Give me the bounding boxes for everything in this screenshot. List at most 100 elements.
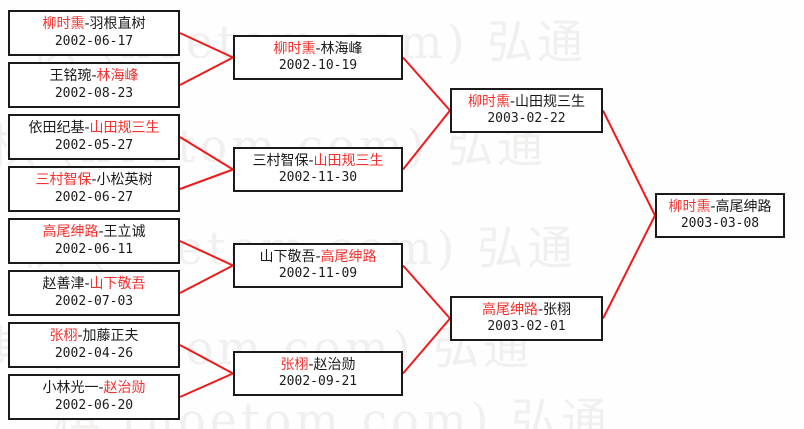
player-separator: - (91, 172, 97, 189)
match-date: 2002-08-23 (54, 85, 134, 101)
connector-r3m1-to-r4m1 (602, 110, 656, 216)
player-loser: 林海峰 (320, 40, 363, 57)
player-separator: - (84, 276, 90, 293)
match-players: 张栩-加藤正夫 (49, 329, 138, 344)
connector-r2m4-to-r3m2 (402, 317, 451, 375)
match-players: 高尾绅路-王立诚 (42, 225, 145, 240)
match-date: 2002-06-20 (54, 397, 134, 413)
connector-r1m2-to-r2m1 (179, 56, 234, 86)
player-winner: 高尾绅路 (42, 224, 99, 241)
match-date: 2002-07-03 (54, 293, 134, 309)
player-winner: 张栩 (49, 328, 78, 345)
player-loser: 羽根直树 (89, 16, 146, 33)
player-loser: 王铭琬 (49, 68, 92, 85)
player-separator: - (315, 248, 321, 265)
player-separator: - (77, 328, 83, 345)
player-winner: 柳时熏 (42, 16, 85, 33)
connector-r2m2-to-r3m1 (402, 109, 451, 171)
player-separator: - (509, 93, 516, 110)
player-winner: 高尾绅路 (481, 301, 538, 318)
player-separator: - (84, 120, 90, 137)
match-date: 2002-09-21 (278, 374, 358, 390)
match-date: 2002-05-27 (54, 137, 134, 153)
match-players: 三村智保-山田规三生 (252, 152, 384, 169)
match-date: 2003-03-08 (680, 216, 760, 232)
player-separator: - (710, 198, 716, 215)
match-players: 三村智保-小松英树 (35, 173, 152, 188)
player-separator: - (98, 380, 104, 397)
player-loser: 小松英树 (96, 172, 153, 189)
player-loser: 小林光一 (42, 380, 99, 397)
match-date: 2002-10-19 (278, 58, 358, 74)
player-separator: - (98, 224, 104, 241)
player-winner: 柳时熏 (273, 40, 316, 57)
player-loser: 山下敬吾 (259, 248, 316, 265)
connector-r1m4-to-r2m2 (179, 168, 234, 190)
match-date: 2003-02-22 (487, 111, 566, 127)
player-loser: 加藤正夫 (82, 328, 139, 345)
match-date: 2002-11-09 (278, 266, 358, 282)
player-separator: - (315, 40, 321, 57)
player-loser: 山田规三生 (515, 93, 586, 110)
player-loser: 三村智保 (252, 152, 309, 169)
match-players: 柳时熏-林海峰 (273, 40, 363, 57)
player-winner: 张栩 (280, 356, 309, 373)
player-winner: 高尾绅路 (320, 248, 377, 265)
match-players: 依田纪基-山田规三生 (28, 121, 159, 136)
player-loser: 王立诚 (103, 224, 146, 241)
match-date: 2002-04-26 (54, 345, 134, 361)
player-winner: 柳时熏 (668, 198, 711, 215)
match-date: 2002-06-11 (54, 241, 134, 257)
player-loser: 张栩 (543, 301, 572, 318)
connector-r2m1-to-r3m1 (402, 56, 451, 112)
player-loser: 依田纪基 (28, 120, 85, 137)
connector-r1m5-to-r2m3 (179, 240, 234, 267)
match-players: 张栩-赵治勋 (280, 356, 355, 373)
player-separator: - (84, 16, 90, 33)
match-players: 柳时熏-高尾绅路 (668, 198, 772, 215)
match-players: 山下敬吾-高尾绅路 (259, 248, 377, 265)
match-players: 王铭琬-林海峰 (49, 69, 138, 84)
match-date: 2002-06-17 (54, 33, 134, 49)
player-winner: 三村智保 (35, 172, 92, 189)
player-separator: - (308, 356, 314, 373)
match-players: 赵善津-山下敬吾 (42, 277, 145, 292)
match-players: 柳时熏-山田规三生 (467, 93, 586, 110)
match-players: 高尾绅路-张栩 (481, 301, 572, 318)
match-players: 小林光一-赵治勋 (42, 381, 145, 396)
connector-r2m3-to-r3m2 (402, 264, 451, 320)
player-loser: 赵善津 (42, 276, 85, 293)
player-winner: 山下敬吾 (89, 276, 146, 293)
connector-r1m6-to-r2m3 (179, 264, 234, 294)
player-winner: 柳时熏 (467, 93, 510, 110)
player-separator: - (537, 301, 544, 318)
player-winner: 赵治勋 (103, 380, 146, 397)
connector-r1m1-to-r2m1 (179, 32, 234, 59)
player-winner: 山田规三生 (313, 152, 384, 169)
player-loser: 高尾绅路 (715, 198, 772, 215)
match-date: 2002-06-27 (54, 189, 134, 205)
connector-r3m2-to-r4m1 (602, 215, 656, 319)
connector-r1m8-to-r2m4 (179, 372, 234, 398)
player-winner: 林海峰 (96, 68, 139, 85)
player-winner: 山田规三生 (89, 120, 160, 137)
connector-r1m3-to-r2m2 (179, 136, 234, 171)
match-players: 柳时熏-羽根直树 (42, 17, 145, 32)
player-separator: - (91, 68, 97, 85)
